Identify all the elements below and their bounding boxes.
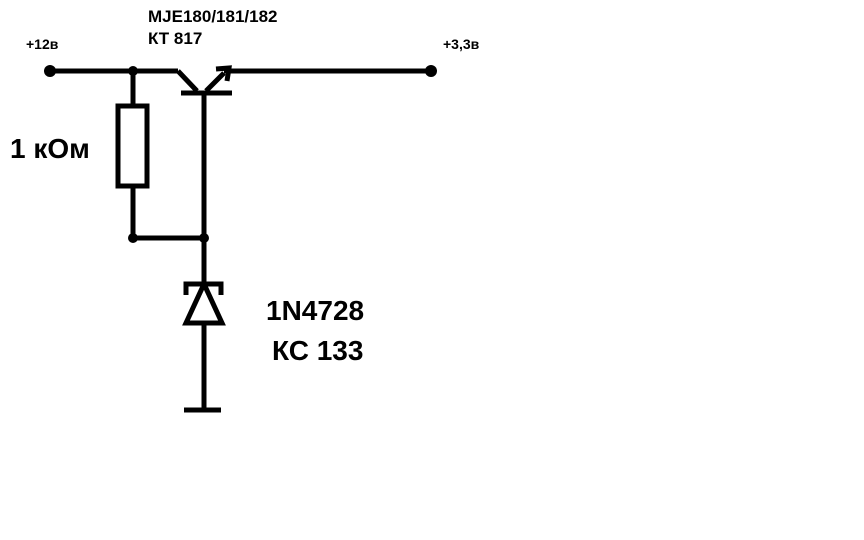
- input-voltage-label: +12в: [26, 36, 59, 52]
- zener-part-label-1: 1N4728: [266, 295, 364, 326]
- output-voltage-label: +3,3в: [443, 36, 480, 52]
- resistor-corner-dot: [128, 233, 138, 243]
- npn-transistor-symbol: [176, 65, 232, 96]
- transistor-emitter-lead: [204, 71, 226, 93]
- input-terminal-dot: [44, 65, 56, 77]
- zener-triangle: [182, 278, 226, 326]
- zener-diode-symbol: [182, 278, 226, 326]
- transistor-collector-lead: [176, 69, 199, 93]
- zener-part-label-2: КС 133: [272, 335, 363, 366]
- resistor-body: [115, 103, 150, 189]
- resistor-value-label: 1 кОм: [10, 133, 90, 164]
- transistor-part-label-2: КТ 817: [148, 29, 202, 48]
- output-terminal-dot: [425, 65, 437, 77]
- transistor-part-label-1: MJE180/181/182: [148, 7, 278, 26]
- transistor-emitter-arrow: [215, 65, 232, 82]
